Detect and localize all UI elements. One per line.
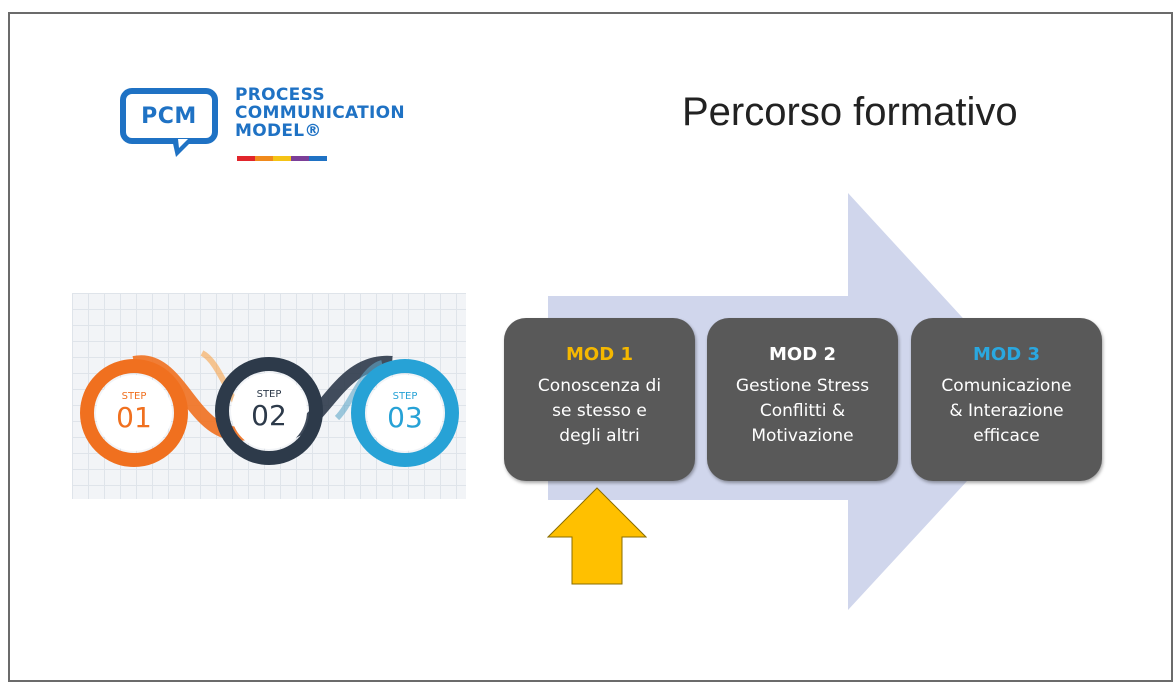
module-1-heading: MOD 1 bbox=[566, 344, 633, 365]
step-02-label: STEP bbox=[257, 389, 282, 400]
module-1-line-3: degli altri bbox=[559, 426, 640, 446]
module-3-line-1: Comunicazione bbox=[941, 376, 1072, 396]
step-02-number: 02 bbox=[251, 399, 287, 432]
module-2-line-1: Gestione Stress bbox=[735, 376, 870, 396]
step-02-ring: STEP 02 bbox=[215, 357, 323, 465]
step-01-ring: STEP 01 bbox=[80, 359, 188, 467]
logo-stripe-segment bbox=[273, 156, 291, 161]
module-3-line-2: & Interazione bbox=[949, 401, 1064, 421]
logo-stripe-segment bbox=[309, 156, 327, 161]
module-3-box: MOD 3 Comunicazione & Interazione effica… bbox=[911, 318, 1102, 481]
pcm-logo-wordmark: PROCESS COMMUNICATION MODEL® bbox=[235, 86, 405, 140]
step-03-ring: STEP 03 bbox=[351, 359, 459, 467]
step-01-number: 01 bbox=[116, 401, 152, 434]
logo-stripe-segment bbox=[237, 156, 255, 161]
logo-line-3: MODEL® bbox=[235, 121, 322, 141]
module-2-line-3: Motivazione bbox=[751, 426, 854, 446]
module-1-line-1: Conoscenza di bbox=[537, 376, 662, 396]
up-arrow-icon bbox=[547, 487, 647, 585]
step-01-label: STEP bbox=[122, 391, 147, 402]
module-2-heading: MOD 2 bbox=[769, 344, 836, 365]
module-3-heading: MOD 3 bbox=[973, 344, 1040, 365]
step-03-label: STEP bbox=[393, 391, 418, 402]
module-1-box: MOD 1 Conoscenza di se stesso e degli al… bbox=[504, 318, 695, 481]
module-3-line-3: efficace bbox=[973, 426, 1040, 446]
logo-line-2: COMMUNICATION bbox=[235, 103, 405, 123]
logo-line-1: PROCESS bbox=[235, 85, 325, 105]
logo-stripe-segment bbox=[255, 156, 273, 161]
module-1-line-2: se stesso e bbox=[552, 401, 647, 421]
speech-bubble-tail-icon bbox=[172, 139, 194, 157]
pcm-logo: PCM PROCESS COMMUNICATION MODEL® bbox=[120, 86, 480, 176]
logo-stripe-segment bbox=[291, 156, 309, 161]
steps-illustration: STEP 01 STEP 02 STEP 03 bbox=[72, 293, 466, 499]
module-2-line-2: Conflitti & bbox=[759, 401, 846, 421]
module-2-box: MOD 2 Gestione Stress Conflitti & Motiva… bbox=[707, 318, 898, 481]
step-03-number: 03 bbox=[387, 401, 423, 434]
pcm-logo-badge-text: PCM bbox=[141, 103, 197, 129]
logo-color-stripe bbox=[237, 156, 327, 161]
pcm-logo-badge: PCM bbox=[120, 88, 218, 144]
steps-graphic: STEP 01 STEP 02 STEP 03 bbox=[80, 350, 459, 467]
page-title: Percorso formativo bbox=[682, 90, 1018, 134]
